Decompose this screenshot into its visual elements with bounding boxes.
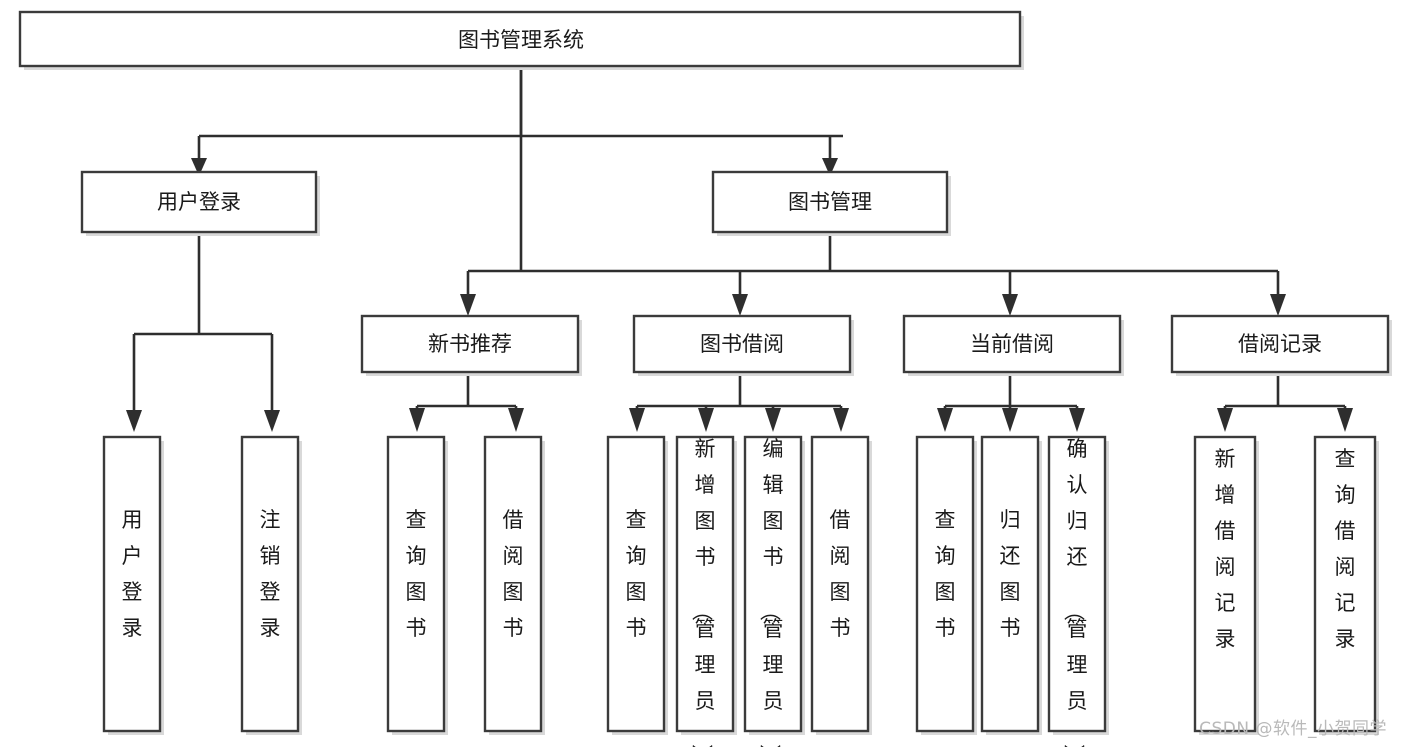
- node-leaf-edit-book[interactable]: 编辑图书（管理员）: [743, 435, 805, 747]
- node-leaf-borrow-book-2[interactable]: 借阅图书: [810, 435, 872, 735]
- node-book-management-label: 图书管理: [788, 190, 872, 214]
- node-leaf-return-book[interactable]: 归还图书: [980, 435, 1042, 735]
- node-book-management[interactable]: 图书管理: [711, 170, 951, 236]
- node-leaf-query-book-2[interactable]: 查询图书: [606, 435, 668, 735]
- node-leaf-confirm-return[interactable]: 确认归还（管理员）: [1047, 435, 1109, 747]
- node-user-login[interactable]: 用户登录: [80, 170, 320, 236]
- node-leaf-add-book[interactable]: 新增图书（管理员）: [675, 435, 737, 747]
- csdn-watermark: CSDN @软件_小贺同学: [1199, 719, 1387, 739]
- node-leaf-borrow-book-1[interactable]: 借阅图书: [483, 435, 545, 735]
- node-leaf-query-record-label: 查询借阅记录: [1335, 447, 1356, 651]
- arrowhead-leaf-logout-login: [264, 410, 280, 432]
- node-borrow-record[interactable]: 借阅记录: [1170, 314, 1392, 376]
- node-leaf-query-book-3[interactable]: 查询图书: [915, 435, 977, 735]
- node-leaf-query-book-1[interactable]: 查询图书: [386, 435, 448, 735]
- node-leaf-borrow-book-1-box[interactable]: [483, 435, 543, 733]
- node-leaf-borrow-book-2-label: 借阅图书: [830, 508, 851, 640]
- node-leaf-query-book-2-label: 查询图书: [626, 508, 647, 640]
- arrowhead-current-borrow: [1002, 294, 1018, 316]
- node-leaf-add-book-label: 新增图书（管理员）: [690, 437, 716, 747]
- node-book-management-box[interactable]: [711, 170, 949, 234]
- node-leaf-logout-login[interactable]: 注销登录: [240, 435, 302, 735]
- arrowhead-leaf-query-book-2: [629, 408, 645, 432]
- node-leaf-return-book-box[interactable]: [980, 435, 1040, 733]
- node-borrow-record-box[interactable]: [1170, 314, 1390, 374]
- node-user-login-label: 用户登录: [157, 190, 241, 214]
- arrowhead-leaf-add-book: [698, 408, 714, 432]
- node-leaf-query-book-2-box[interactable]: [606, 435, 666, 733]
- arrowhead-book-mgmt: [822, 158, 838, 176]
- node-book-borrow-box[interactable]: [632, 314, 852, 374]
- arrowhead-leaf-return-book: [1002, 408, 1018, 432]
- arrowhead-leaf-borrow-book-1: [508, 408, 524, 432]
- node-leaf-query-book-3-label: 查询图书: [935, 508, 956, 640]
- node-current-borrow-box[interactable]: [902, 314, 1122, 374]
- node-leaf-user-login-label: 用户登录: [122, 508, 143, 640]
- arrowhead-leaf-query-record: [1337, 408, 1353, 432]
- node-leaf-add-record-box[interactable]: [1193, 435, 1257, 733]
- node-leaf-add-record[interactable]: 新增借阅记录: [1193, 435, 1259, 735]
- node-root-label: 图书管理系统: [458, 28, 584, 52]
- node-leaf-logout-login-box[interactable]: [240, 435, 300, 733]
- arrowhead-leaf-user-login: [126, 410, 142, 432]
- node-leaf-borrow-book-2-box[interactable]: [810, 435, 870, 733]
- node-new-book-recommend-label: 新书推荐: [428, 332, 512, 356]
- node-leaf-add-record-label: 新增借阅记录: [1215, 447, 1236, 651]
- node-leaf-edit-book-box[interactable]: [743, 435, 803, 733]
- node-leaf-query-book-1-box[interactable]: [386, 435, 446, 733]
- node-current-borrow[interactable]: 当前借阅: [902, 314, 1124, 376]
- node-leaf-edit-book-label: 编辑图书（管理员）: [758, 437, 784, 747]
- arrowhead-leaf-query-book-1: [409, 408, 425, 432]
- arrowhead-leaf-edit-book: [765, 408, 781, 432]
- node-current-borrow-label: 当前借阅: [970, 332, 1054, 356]
- node-leaf-query-record-box[interactable]: [1313, 435, 1377, 733]
- node-leaf-add-book-box[interactable]: [675, 435, 735, 733]
- arrowhead-user-login: [191, 158, 207, 176]
- arrowhead-leaf-borrow-book-2: [833, 408, 849, 432]
- node-leaf-query-book-3-box[interactable]: [915, 435, 975, 733]
- node-borrow-record-label: 借阅记录: [1238, 332, 1322, 356]
- node-leaf-confirm-return-box[interactable]: [1047, 435, 1107, 733]
- node-new-book-recommend[interactable]: 新书推荐: [360, 314, 582, 376]
- arrowhead-borrow-record: [1270, 294, 1286, 316]
- node-leaf-confirm-return-label: 确认归还（管理员）: [1062, 437, 1088, 747]
- node-leaf-query-book-1-label: 查询图书: [406, 508, 427, 640]
- node-leaf-logout-login-label: 注销登录: [260, 508, 281, 640]
- node-leaf-borrow-book-1-label: 借阅图书: [503, 508, 524, 640]
- node-leaf-return-book-label: 归还图书: [1000, 508, 1021, 640]
- node-user-login-box[interactable]: [80, 170, 318, 234]
- node-new-book-recommend-box[interactable]: [360, 314, 580, 374]
- edges-layer: [126, 68, 1353, 432]
- node-root[interactable]: 图书管理系统: [18, 10, 1024, 70]
- node-leaf-query-record[interactable]: 查询借阅记录: [1313, 435, 1379, 735]
- node-book-borrow-label: 图书借阅: [700, 332, 784, 356]
- node-book-borrow[interactable]: 图书借阅: [632, 314, 854, 376]
- arrowhead-book-borrow: [732, 294, 748, 316]
- arrowhead-leaf-confirm-return: [1069, 408, 1085, 432]
- node-root-box[interactable]: [18, 10, 1022, 68]
- arrowhead-leaf-add-record: [1217, 408, 1233, 432]
- arrowhead-new-book-recommend: [460, 294, 476, 316]
- arrowhead-leaf-query-book-3: [937, 408, 953, 432]
- node-leaf-user-login-box[interactable]: [102, 435, 162, 733]
- node-leaf-user-login[interactable]: 用户登录: [102, 435, 164, 735]
